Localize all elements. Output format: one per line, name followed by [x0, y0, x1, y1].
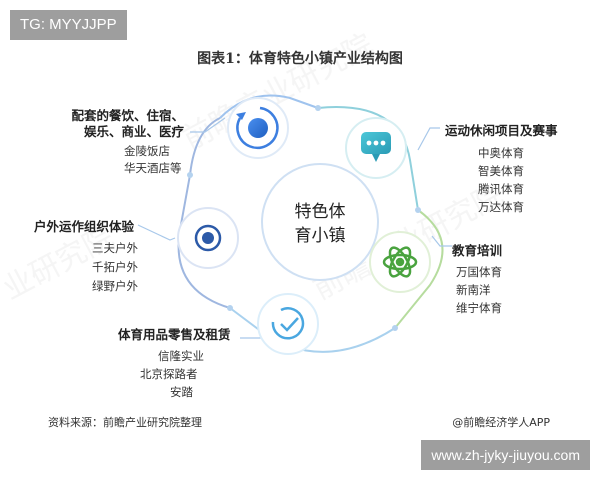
center-label-line1: 特色体	[294, 202, 346, 222]
atom-icon	[382, 246, 418, 278]
catering-heading-line2: 娱乐、商业、医疗	[83, 124, 184, 139]
retail-heading: 体育用品零售及租赁	[118, 327, 231, 342]
catering-heading: 配套的餐饮、住宿、 娱乐、商业、医疗	[71, 108, 184, 140]
education-item-2: 维宁体育	[456, 301, 502, 315]
background-watermark: 前瞻产业研究院 前瞻产业研究院 业研究院	[0, 28, 509, 307]
segment-node-catering	[227, 97, 289, 159]
circle-refresh-icon	[248, 118, 268, 138]
retail-item-0: 信隆实业	[158, 349, 204, 363]
education-heading: 教育培训	[452, 243, 503, 258]
outdoor-item-0: 三夫户外	[92, 241, 138, 255]
sports-events-item-0: 中奥体育	[478, 146, 524, 160]
watermark-tag: TG: MYYJJPP	[10, 10, 127, 40]
url-badge: www.zh-jyky-jiuyou.com	[421, 440, 590, 470]
outdoor-heading: 户外运作组织体验	[34, 219, 135, 234]
retail-item-2: 安踏	[170, 385, 193, 399]
sports-events-item-1: 智美体育	[478, 164, 524, 178]
sports-events-heading: 运动休闲项目及赛事	[445, 123, 558, 138]
diagram-title: 图表1：体育特色小镇产业结构图	[197, 51, 403, 67]
catering-item-0: 金陵饭店	[124, 144, 170, 158]
segment-node-education	[369, 231, 431, 293]
retail-item-1: 北京探路者	[140, 367, 198, 381]
catering-item-1: 华天酒店等	[124, 161, 182, 175]
center-label-line2: 育小镇	[294, 226, 346, 246]
center-circle	[261, 163, 379, 281]
education-item-1: 新南洋	[456, 283, 491, 297]
education-item-0: 万国体育	[456, 265, 502, 279]
outdoor-item-2: 绿野户外	[92, 279, 138, 293]
segment-node-retail	[257, 293, 319, 355]
sports-events-item-2: 腾讯体育	[478, 182, 524, 196]
refresh-check-icon	[271, 307, 305, 340]
catering-heading-line1: 配套的餐饮、住宿、	[71, 108, 184, 123]
target-icon	[194, 224, 222, 252]
connector-lines	[137, 117, 452, 339]
outdoor-item-1: 千拓户外	[92, 260, 138, 274]
frame-dots	[187, 105, 421, 331]
source-note: 资料来源：前瞻产业研究院整理	[48, 416, 202, 429]
segment-node-sports-events	[345, 117, 407, 179]
credit-note: @前瞻经济学人APP	[452, 416, 550, 429]
segment-node-outdoor	[177, 207, 239, 269]
chat-bubble-icon	[361, 132, 391, 162]
sports-events-item-3: 万达体育	[478, 200, 524, 214]
center-label: 特色体 育小镇	[268, 200, 372, 248]
